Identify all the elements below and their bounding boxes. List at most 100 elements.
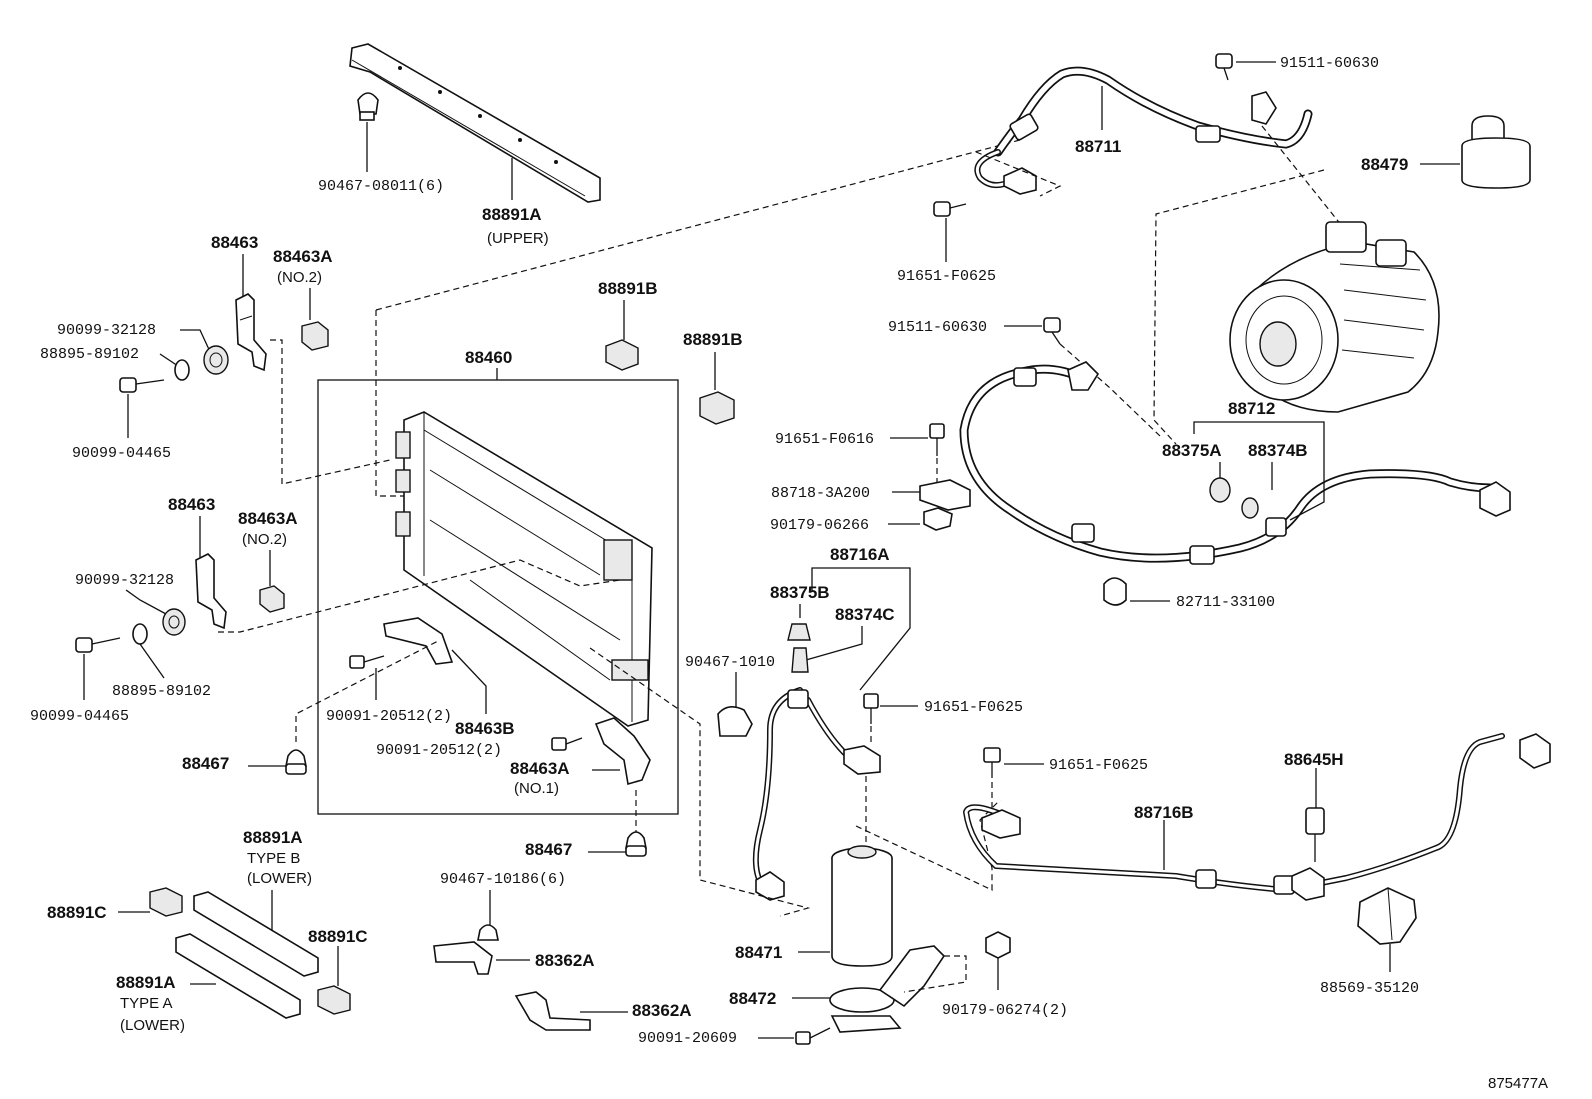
label-88569-35120: 88569-35120 (1320, 980, 1419, 997)
label-88460: 88460 (465, 348, 512, 367)
o-ring-88375B-icon (787, 623, 811, 641)
bracket-88463A-no1-icon (594, 717, 651, 786)
label-88463-top: 88463 (211, 233, 258, 252)
cushion-88891C-b-icon (317, 985, 351, 1015)
bolt-90099-04465-top-icon (119, 377, 165, 393)
cushion-88891B-1-icon (605, 339, 639, 371)
nut-90179-06274-icon (985, 931, 1011, 959)
label-88891A-upper: 88891A (482, 205, 542, 224)
label-typeB: TYPE B (247, 850, 300, 867)
label-90099-04465-mid: 90099-04465 (30, 708, 129, 725)
label-typeA: TYPE A (120, 995, 173, 1012)
bracket-88463-top-icon (235, 293, 267, 372)
label-90099-04465-top: 90099-04465 (72, 445, 171, 462)
label-88463A-mid: 88463A (238, 509, 298, 528)
label-88895-89102-top: 88895-89102 (40, 346, 139, 363)
label-88895-89102-mid: 88895-89102 (112, 683, 211, 700)
o-ring-88374C-icon (791, 647, 809, 673)
clamp-82711-33100-icon (1103, 577, 1127, 606)
bolt-90091-20512-a-icon (349, 655, 385, 669)
bracket-88463B-icon (383, 617, 454, 665)
label-88374C: 88374C (835, 605, 895, 624)
compressor-icon (1229, 221, 1440, 413)
lower-support-typeB-icon (193, 891, 319, 977)
label-88891C-b: 88891C (308, 927, 368, 946)
label-91651-F0616: 91651-F0616 (775, 431, 874, 448)
nut-90179-06266-icon (923, 507, 953, 531)
label-88362A-a: 88362A (535, 951, 595, 970)
bracket-88718-3A200-icon (919, 479, 971, 511)
upper-support-bar (349, 43, 601, 203)
bolt-91651-F0625-top-icon (933, 201, 967, 217)
discharge-hose-88711-icon (974, 66, 1313, 195)
receiver-drier-88471-icon (831, 845, 893, 967)
o-ring-88374B-icon (1241, 497, 1259, 519)
collar-88895-89102-mid-icon (132, 623, 148, 645)
suction-hose-88712-icon (959, 361, 1511, 565)
cushion-88891B-2-icon (699, 391, 735, 425)
label-88463B: 88463B (455, 719, 515, 738)
label-91651-F0625-mid: 91651-F0625 (924, 699, 1023, 716)
label-88463A-top: 88463A (273, 247, 333, 266)
label-88362A-b: 88362A (632, 1001, 692, 1020)
label-88891A-typeB: 88891A (243, 828, 303, 847)
label-90091-20512-b: 90091-20512(2) (376, 742, 502, 759)
bolt-91511-60630-mid-icon (1043, 317, 1061, 345)
label-82711-33100: 82711-33100 (1176, 594, 1275, 611)
label-88374B: 88374B (1248, 441, 1308, 460)
cushion-88463A-mid-icon (259, 585, 285, 613)
bolt-91651-F0625-mid-icon (863, 693, 879, 724)
label-90099-32128-mid: 90099-32128 (75, 572, 174, 589)
label-no2-mid: (NO.2) (242, 531, 287, 548)
cushion-88891C-a-icon (149, 887, 183, 917)
label-90467-1010: 90467-1010 (685, 654, 775, 671)
label-90467-10186: 90467-10186(6) (440, 871, 566, 888)
label-88716A: 88716A (830, 545, 890, 564)
bolt-91511-60630-top-icon (1215, 53, 1233, 81)
bolt-90099-04465-mid-icon (75, 637, 121, 653)
label-88479: 88479 (1361, 155, 1408, 174)
clamp-90467-1010-icon (717, 706, 753, 737)
grommet-90099-32128-mid-icon (162, 608, 186, 636)
bolt-91651-F0616-icon (929, 423, 945, 456)
label-88712: 88712 (1228, 399, 1275, 418)
label-91651-F0625-low: 91651-F0625 (1049, 757, 1148, 774)
bolt-91651-F0625-low-icon (983, 747, 1001, 778)
condenser-88460-icon (395, 411, 653, 727)
label-lowerB: (LOWER) (247, 870, 312, 887)
liquid-tube-88716B-icon (963, 733, 1551, 901)
label-88467-b: 88467 (525, 840, 572, 859)
clip-90467-10186-icon (477, 924, 499, 941)
label-88463-mid: 88463 (168, 495, 215, 514)
label-90179-06274: 90179-06274(2) (942, 1002, 1068, 1019)
label-88467-a: 88467 (182, 754, 229, 773)
pressure-switch-88645H-icon (1305, 807, 1325, 862)
label-88711: 88711 (1075, 137, 1121, 156)
label-88463A-no1: 88463A (510, 759, 570, 778)
label-88472: 88472 (729, 989, 776, 1008)
bracket-88463-mid-icon (195, 553, 227, 630)
label-88375B: 88375B (770, 583, 830, 602)
bracket-88362A-b-icon (514, 991, 591, 1031)
cap-88479-icon (1461, 115, 1531, 189)
label-upper-note: (UPPER) (487, 230, 549, 247)
bolt-90091-20609-icon (795, 1027, 831, 1045)
label-91511-60630-mid: 91511-60630 (888, 319, 987, 336)
label-88375A: 88375A (1162, 441, 1222, 460)
lower-support-typeA-icon (175, 933, 301, 1019)
label-90091-20512-a: 90091-20512(2) (326, 708, 452, 725)
label-90179-06266: 90179-06266 (770, 517, 869, 534)
label-88891A-typeA: 88891A (116, 973, 176, 992)
clip-88467-b-icon (625, 831, 647, 857)
grommet-90099-32128-top-icon (203, 345, 229, 375)
bolt-90091-20512-b-icon (551, 737, 583, 751)
label-88891B-1: 88891B (598, 279, 658, 298)
cushion-88463A-top-icon (301, 321, 329, 351)
label-lowerA: (LOWER) (120, 1017, 185, 1034)
label-88716B: 88716B (1134, 803, 1194, 822)
label-88891B-2: 88891B (683, 330, 743, 349)
label-88718-3A200: 88718-3A200 (771, 485, 870, 502)
bracket-88472-icon (829, 945, 946, 1033)
label-90091-20609: 90091-20609 (638, 1030, 737, 1047)
